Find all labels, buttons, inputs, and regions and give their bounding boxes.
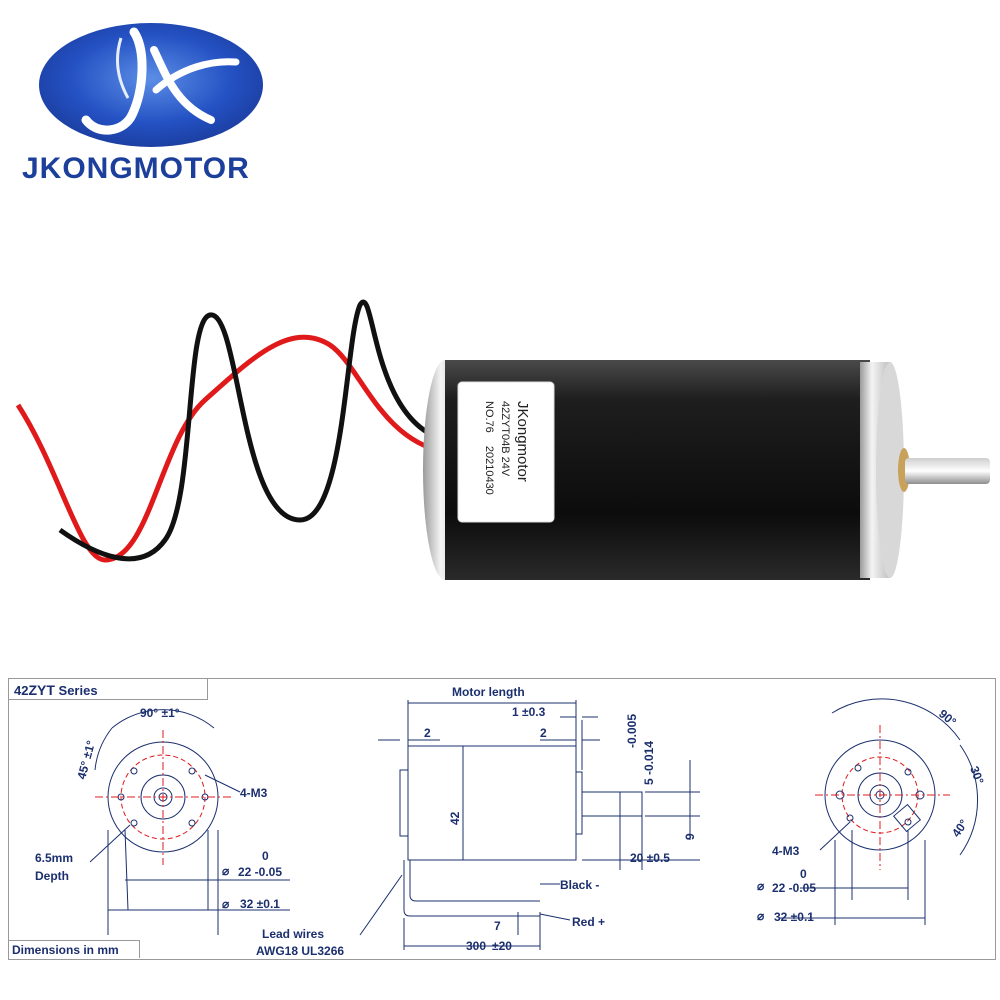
side-boss-dia: 9: [683, 833, 697, 840]
left-angle-45: 45° ±1°: [74, 739, 98, 781]
side-black-wire: Black -: [560, 878, 599, 892]
left-d32: 32 ±0.1: [240, 897, 280, 911]
motor-product-image: [15, 299, 990, 580]
left-d32-symbol: ⌀: [222, 897, 230, 911]
side-shaft-tol: -0.005: [625, 714, 639, 748]
side-d2-left: 2: [424, 726, 431, 740]
dimension-drawing: [8, 678, 996, 960]
series-title: 42ZYT Series: [8, 678, 208, 700]
right-d22: 22 -0.05: [772, 881, 816, 895]
black-wire: [58, 299, 446, 562]
left-d22-tol: 0: [262, 849, 269, 863]
brand-logo-icon: [39, 23, 263, 147]
side-wire-strip: 7: [494, 919, 501, 933]
side-motor-length: Motor length: [452, 685, 525, 699]
right-angle-30: 30°: [967, 764, 986, 786]
right-angle-40: 40°: [949, 817, 971, 840]
side-shaft: 5 -0.014: [642, 741, 656, 785]
side-shaft-len: 20 ±0.5: [630, 851, 670, 865]
side-lead-2: AWG18 UL3266: [256, 944, 344, 958]
left-depth-1: 6.5mm: [35, 851, 73, 865]
right-angle-90: 90°: [936, 707, 959, 730]
side-d2-right: 2: [540, 726, 547, 740]
left-holes: 4-M3: [240, 786, 268, 800]
left-angle-90: 90° ±1°: [140, 706, 180, 720]
right-holes: 4-M3: [772, 844, 800, 858]
side-lead-1: Lead wires: [262, 927, 324, 941]
side-wire-len: 300: [466, 939, 486, 953]
side-red-wire: Red +: [572, 915, 605, 929]
side-wire-tol: ±20: [492, 939, 512, 953]
left-d22-symbol: ⌀: [222, 864, 230, 878]
red-wire: [15, 334, 446, 563]
right-d32-symbol: ⌀: [757, 909, 765, 923]
right-d32: 32 ±0.1: [774, 910, 814, 924]
side-body-dia: 42: [448, 811, 462, 825]
side-d1: 1 ±0.3: [512, 705, 546, 719]
left-depth-2: Depth: [35, 869, 69, 883]
left-d22: 22 -0.05: [238, 865, 282, 879]
brand-name: JKONGMOTOR: [22, 152, 250, 185]
units-note: Dimensions in mm: [8, 940, 140, 958]
right-d22-tol: 0: [800, 867, 807, 881]
right-d22-symbol: ⌀: [757, 879, 765, 893]
